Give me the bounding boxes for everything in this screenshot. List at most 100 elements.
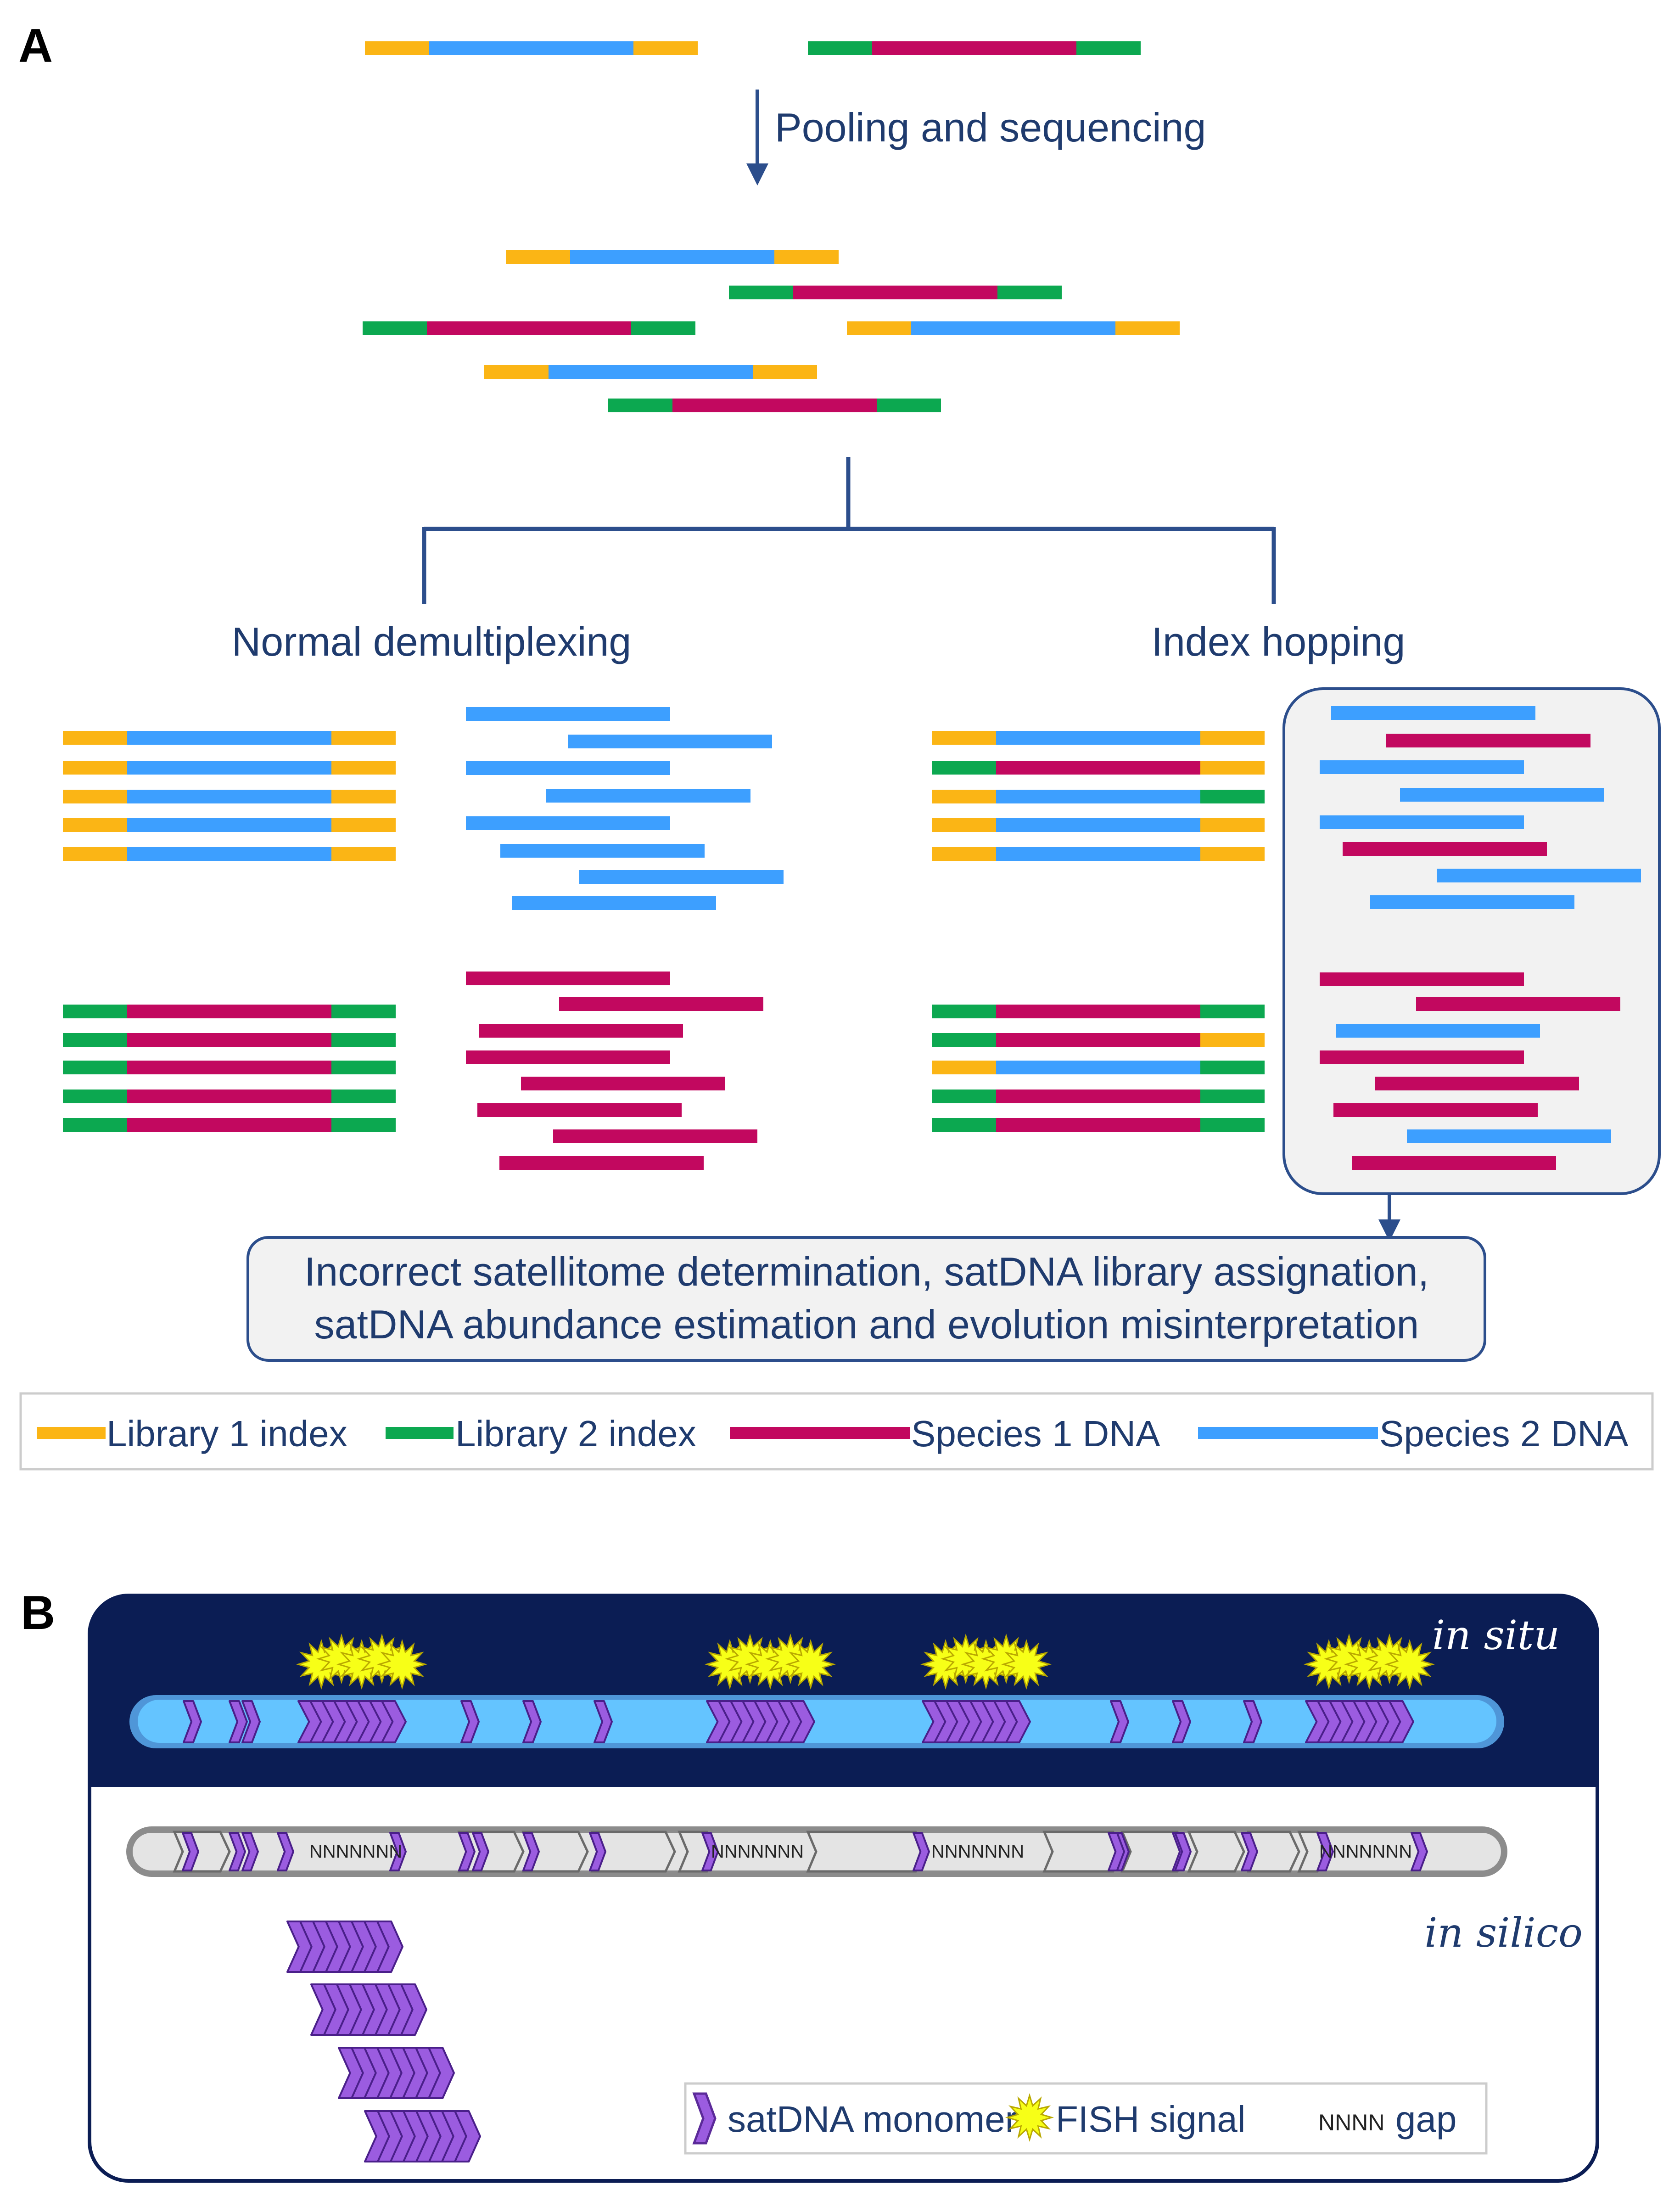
read-left-index xyxy=(506,250,570,264)
read-right-index xyxy=(331,790,396,803)
pooled-read xyxy=(506,250,839,264)
read-left-index xyxy=(63,1061,127,1074)
read-left-index xyxy=(608,399,672,412)
read-right-index xyxy=(997,286,1062,299)
read-right-index xyxy=(753,365,817,379)
panel-a-letter: A xyxy=(18,19,53,73)
satdna-monomer xyxy=(389,1832,407,1871)
fish-signal xyxy=(1001,1639,1052,1690)
read-right-index xyxy=(1200,1118,1265,1132)
satdna-monomer xyxy=(1411,1832,1428,1871)
fish-signal xyxy=(376,1639,428,1690)
read-left-index xyxy=(932,1005,996,1018)
read-left-index xyxy=(932,847,996,861)
trimmed-read xyxy=(466,816,670,830)
index-hopping-label: Index hopping xyxy=(1152,619,1406,664)
read-left-index xyxy=(932,790,996,803)
hopping-read-lib1 xyxy=(932,790,1265,803)
trimmed-read xyxy=(1386,734,1590,747)
read-insert xyxy=(996,731,1200,745)
trimmed-read xyxy=(1320,760,1524,774)
trimmed-read xyxy=(479,1024,683,1038)
assembly-contigs xyxy=(173,1831,1428,1873)
read-right-index xyxy=(633,41,698,55)
assembly-gap-1: NNNNNNN xyxy=(309,1842,402,1862)
legend-swatch-lib2 xyxy=(386,1427,454,1439)
read-left-index xyxy=(932,818,996,832)
read-left-index xyxy=(63,1118,127,1132)
contig-segment xyxy=(1187,1831,1245,1873)
trimmed-read xyxy=(1416,997,1620,1011)
read-right-index xyxy=(1200,790,1265,803)
trimmed-read xyxy=(559,997,763,1011)
trimmed-read xyxy=(499,1156,704,1170)
normal-lib2-reads xyxy=(63,1005,396,1132)
satdna-monomer xyxy=(594,1700,613,1743)
result-text-line1: Incorrect satellitome determination, sat… xyxy=(304,1249,1429,1294)
read-insert xyxy=(127,1005,331,1018)
trimmed-read xyxy=(1407,1129,1611,1143)
trimmed-read xyxy=(1352,1156,1556,1170)
read-insert xyxy=(911,321,1115,335)
trimmed-read xyxy=(500,844,705,858)
hopping-read-lib1 xyxy=(932,761,1265,775)
hopping-trimmed-box xyxy=(1282,687,1661,1195)
satdna-monomer xyxy=(229,1700,248,1743)
read-right-index xyxy=(1200,1005,1265,1018)
chromosome-monomers xyxy=(183,1700,1414,1743)
read-left-index xyxy=(932,731,996,745)
chromosome-highlight xyxy=(138,1700,1496,1743)
trimmed-read xyxy=(546,789,750,803)
read-right-index xyxy=(1200,847,1265,861)
satdna-monomer xyxy=(913,1832,930,1871)
read-left-index xyxy=(932,1033,996,1047)
hopping-read-lib2 xyxy=(932,1090,1265,1103)
read-right-index xyxy=(1200,731,1265,745)
read-left-index xyxy=(63,790,127,803)
read-right-index xyxy=(1200,761,1265,775)
trimmed-read xyxy=(466,1050,670,1064)
contig-segment xyxy=(806,1831,926,1873)
normal-lib2-trimmed xyxy=(466,972,763,1170)
read-left-index xyxy=(365,41,429,55)
input-reads xyxy=(365,41,1141,55)
panel-b-letter: B xyxy=(21,1586,55,1640)
read-insert xyxy=(127,790,331,803)
satdna-monomer xyxy=(1243,1700,1262,1743)
legend-fish-label: FISH signal xyxy=(1056,2099,1245,2140)
read-right-index xyxy=(331,761,396,775)
trimmed-read xyxy=(477,1103,682,1117)
hopping-read-lib1 xyxy=(932,847,1265,861)
fish-signal xyxy=(1384,1639,1435,1690)
read-right-index xyxy=(331,1118,396,1132)
trimmed-read xyxy=(1343,842,1547,856)
legend-label-species1: Species 1 DNA xyxy=(911,1413,1160,1454)
satdna-monomer xyxy=(522,1700,542,1743)
satdna-monomer xyxy=(472,1832,489,1871)
split-bracket xyxy=(422,457,1276,604)
satdna-monomer xyxy=(428,2047,455,2099)
satdna-monomer xyxy=(460,1700,480,1743)
panel-a: A Pooling and sequencing Normal demultip… xyxy=(18,19,1661,1471)
demux-read-lib2 xyxy=(63,1033,396,1047)
satdna-monomer xyxy=(1110,1700,1129,1743)
read-insert xyxy=(549,365,753,379)
hopping-lib2-reads xyxy=(932,1005,1265,1132)
satdna-monomer xyxy=(1316,1832,1334,1871)
legend-gap-label: gap xyxy=(1395,2099,1456,2140)
assembly-gap-2: NNNNNNN xyxy=(711,1842,804,1862)
demux-read-lib2 xyxy=(63,1061,396,1074)
read-insert xyxy=(996,1118,1200,1132)
demux-read-lib2 xyxy=(63,1005,396,1018)
read-right-index xyxy=(1115,321,1180,335)
read-right-index xyxy=(331,818,396,832)
read-insert xyxy=(996,790,1200,803)
hopping-read-lib1 xyxy=(932,818,1265,832)
read-insert xyxy=(672,399,877,412)
read-right-index xyxy=(1200,818,1265,832)
read-insert xyxy=(127,1118,331,1132)
read-insert xyxy=(427,321,631,335)
satdna-monomer xyxy=(376,1921,403,1973)
panel-b-legend-frame xyxy=(684,2082,1488,2155)
